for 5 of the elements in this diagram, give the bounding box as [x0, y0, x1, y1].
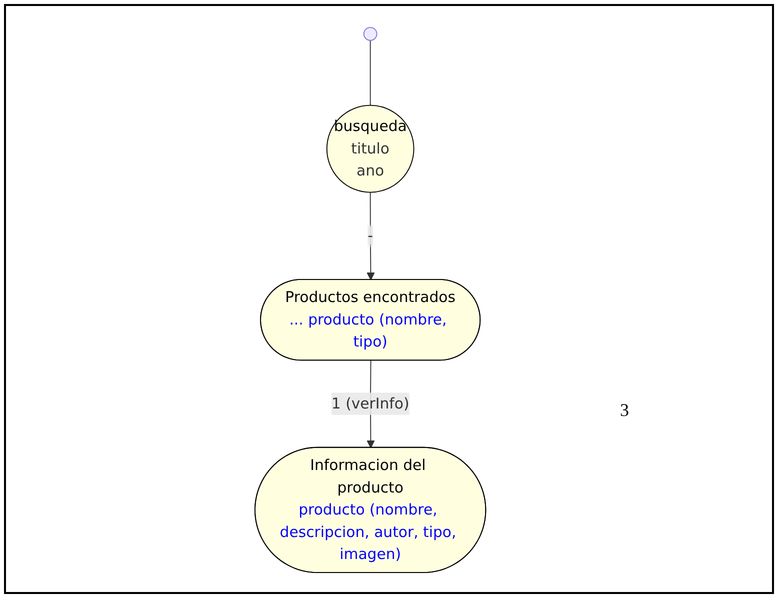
note-number: 3	[620, 400, 629, 421]
node-circle	[363, 26, 377, 41]
edge-label: 1 (verInfo)	[331, 394, 409, 412]
node-circle: busqueda titulo ano	[326, 104, 414, 193]
edge-label: -	[367, 226, 373, 244]
